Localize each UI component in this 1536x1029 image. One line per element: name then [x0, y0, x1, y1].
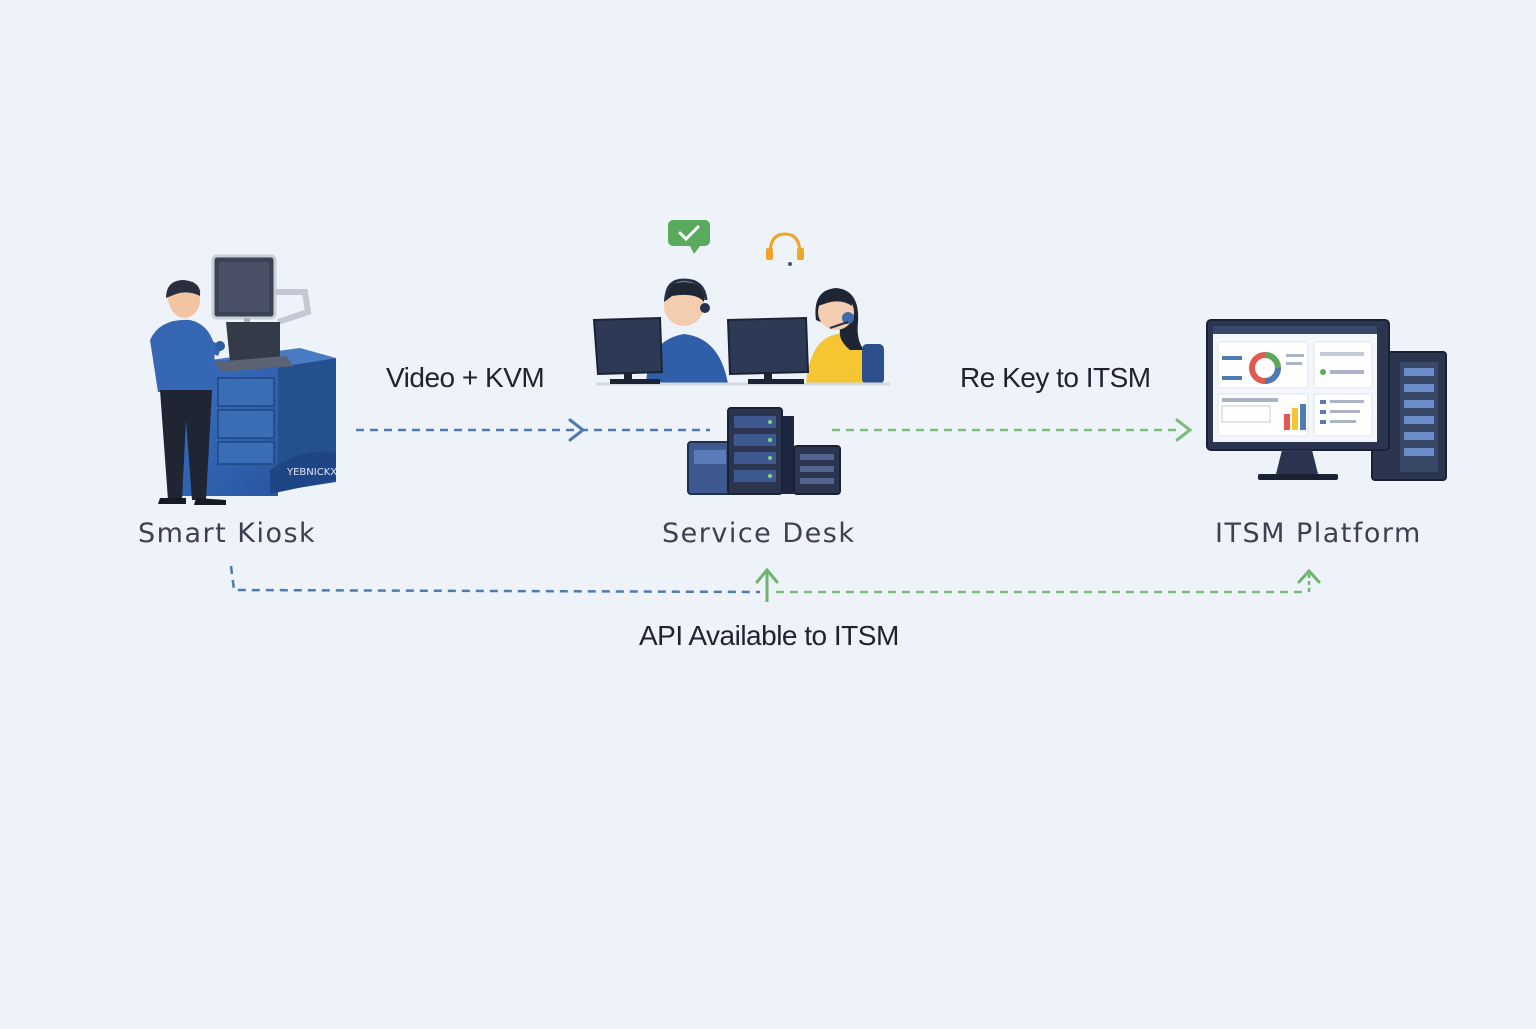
- edge-video-kvm: [356, 418, 710, 442]
- node-label-itsm-platform: ITSM Platform: [1215, 518, 1422, 549]
- arrow-up-icon: [755, 567, 779, 584]
- node-label-service-desk: Service Desk: [662, 518, 856, 549]
- edge-label-video-kvm: Video + KVM: [386, 362, 545, 393]
- edge-api: [229, 565, 1321, 602]
- service-desk-illustration: [592, 220, 890, 495]
- node-label-smart-kiosk: Smart Kiosk: [138, 518, 317, 549]
- edge-label-rekey: Re Key to ITSM: [960, 362, 1151, 393]
- server-rack-icon: [687, 407, 841, 495]
- edge-label-api: API Available to ITSM: [639, 620, 899, 651]
- itsm-illustration: [1206, 319, 1447, 481]
- kiosk-illustration: YEBNICKX: [150, 254, 337, 505]
- kiosk-brand-text: YEBNICKX: [286, 467, 337, 478]
- arrow-up-icon: [1297, 568, 1321, 584]
- edge-rekey: [832, 418, 1193, 442]
- arrow-right-icon: [568, 418, 586, 442]
- chat-check-icon: [668, 220, 710, 254]
- headset-icon: [766, 232, 804, 266]
- arrow-right-icon: [1175, 418, 1193, 442]
